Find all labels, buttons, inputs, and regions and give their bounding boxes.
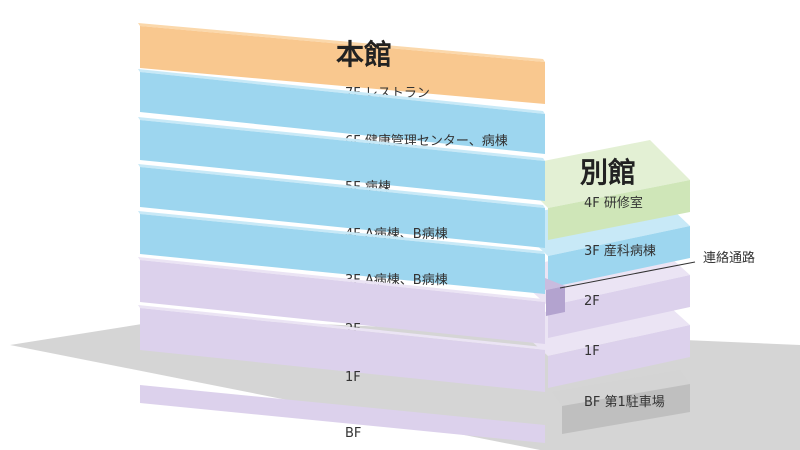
annex-building: BF 第1駐車場 1F 2F 3F 産科病棟 4F 研修室: [508, 140, 690, 434]
annex-floor-bf: BF 第1駐車場: [552, 370, 690, 434]
annex-floor-bf-label: BF 第1駐車場: [584, 395, 665, 410]
main-floor-5f-front: [140, 120, 545, 201]
main-floor-6f: 6F 健康管理センター、病棟: [138, 69, 545, 154]
annex-floor-bf-top: [552, 370, 690, 406]
annex-floor-bf-front: [562, 384, 690, 434]
connector-label: 連絡通路: [703, 250, 755, 266]
main-floor-bf-label: BF: [345, 426, 361, 441]
main-floor-4f-front: [140, 167, 545, 248]
annex-building-name: 別館: [580, 156, 636, 189]
main-floor-1f: 1F: [138, 305, 545, 392]
main-floor-7f: 7F レストラン: [138, 23, 545, 104]
annex-floor-4f-front: [548, 180, 690, 240]
annex-floor-2f-label: 2F: [584, 294, 600, 309]
main-floor-3f-front: [140, 214, 545, 294]
connector-front: [546, 286, 565, 316]
annex-floor-4f-label: 4F 研修室: [584, 195, 643, 211]
main-building-name: 本館: [336, 38, 392, 71]
annex-floor-2f-front: [548, 275, 690, 338]
annex-floor-4f: 4F 研修室: [508, 140, 690, 240]
main-floor-1f-front: [140, 308, 545, 392]
annex-floor-4f-top: [508, 140, 690, 208]
main-floor-3f-top: [138, 211, 545, 254]
main-floor-7f-front: [140, 26, 545, 104]
main-floor-6f-front: [140, 72, 545, 154]
main-floor-6f-top: [138, 69, 545, 114]
main-floor-1f-top: [138, 305, 545, 350]
annex-floor-3f-front: [548, 226, 690, 288]
annex-floor-1f-label: 1F: [584, 344, 600, 359]
annex-floor-1f-front: [548, 325, 690, 388]
main-floor-5f-top: [138, 117, 545, 161]
annex-floor-3f-label: 3F 産科病棟: [584, 243, 656, 259]
main-floor-7f-top: [138, 23, 545, 62]
main-floor-bf: BF: [140, 385, 545, 443]
main-floor-1f-label: 1F: [345, 370, 361, 385]
main-floor-bf-front: [140, 385, 545, 443]
connector-callout-line: [559, 261, 696, 289]
main-floor-2f-top: [138, 257, 545, 302]
main-floor-4f-top: [138, 164, 545, 208]
main-floor-2f-front: [140, 260, 545, 344]
